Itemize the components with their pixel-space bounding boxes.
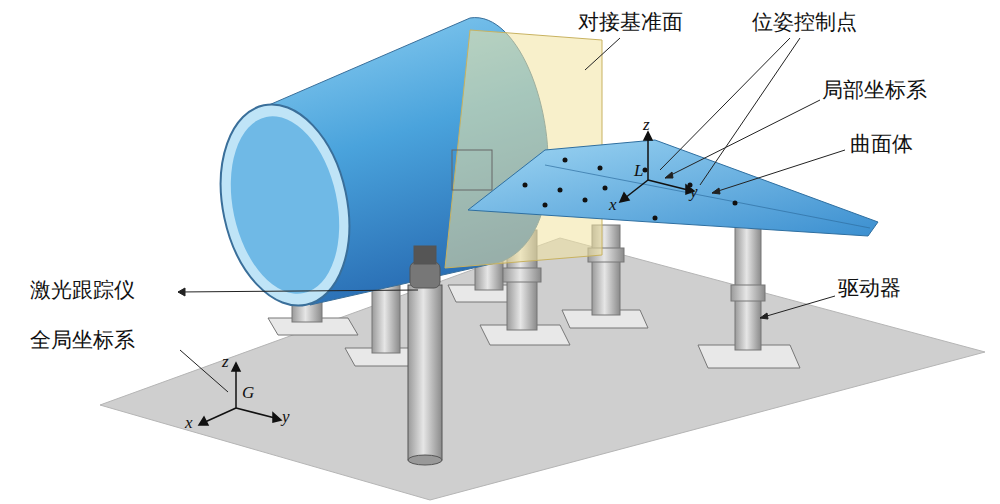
axis-label: G: [242, 384, 254, 401]
axis-label: y: [690, 183, 698, 200]
axis-label: z: [222, 353, 229, 370]
wing: [468, 140, 878, 236]
floor-plane: [100, 238, 985, 500]
leader-lines: [178, 38, 845, 392]
part-label: 局部坐标系: [822, 80, 927, 101]
global-axes: [199, 363, 281, 425]
local-axes: [620, 132, 694, 202]
part-label: 激光跟踪仪: [30, 280, 135, 301]
axis-label: z: [643, 116, 650, 133]
part-label: 曲面体: [850, 134, 913, 155]
docking-fitting: [452, 150, 492, 190]
axis-label: x: [609, 196, 617, 213]
axis-label: x: [185, 414, 193, 431]
part-label: 位姿控制点: [752, 12, 857, 33]
part-label: 驱动器: [838, 278, 901, 299]
part-label: 对接基准面: [578, 12, 683, 33]
axis-label: y: [282, 408, 290, 425]
part-label: 全局坐标系: [30, 330, 135, 351]
axis-label: L: [634, 162, 643, 179]
laser-tracker: [408, 246, 442, 465]
